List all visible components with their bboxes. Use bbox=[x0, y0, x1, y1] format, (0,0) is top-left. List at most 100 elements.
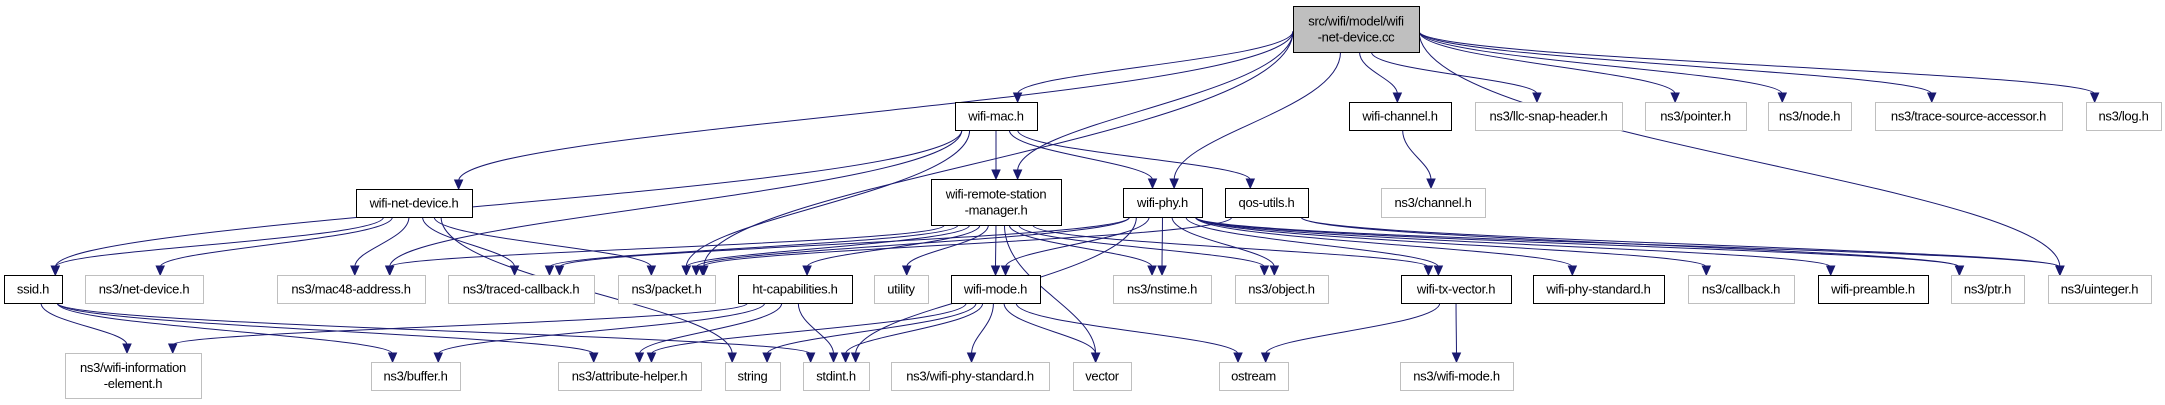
node-net-device[interactable]: ns3/net-device.h bbox=[85, 275, 204, 304]
node-wifi-preamble[interactable]: wifi-preamble.h bbox=[1818, 275, 1929, 304]
edge-root-to-uinteger bbox=[1418, 31, 2061, 268]
node-box-object bbox=[1235, 275, 1329, 304]
node-vector[interactable]: vector bbox=[1073, 362, 1132, 391]
node-channel[interactable]: ns3/channel.h bbox=[1381, 188, 1486, 218]
node-pointer[interactable]: ns3/pointer.h bbox=[1645, 102, 1747, 131]
edge-root-to-packet bbox=[703, 31, 1294, 268]
arrowhead-wifi-net-device-to-net-device bbox=[155, 265, 165, 277]
arrowhead-wifi-remote-station-manager-to-ht-capabilities bbox=[802, 265, 812, 277]
node-log[interactable]: ns3/log.h bbox=[2086, 102, 2162, 131]
edge-wifi-phy-to-wifi-tx-vector bbox=[1185, 216, 1439, 268]
node-label: ns3/attribute-helper.h bbox=[572, 369, 688, 384]
node-stdint[interactable]: stdint.h bbox=[803, 362, 870, 391]
arrowhead-wifi-mode-to-stdint bbox=[840, 352, 851, 364]
node-uinteger[interactable]: ns3/uinteger.h bbox=[2048, 275, 2152, 304]
node-wifi-phy-standard[interactable]: wifi-phy-standard.h bbox=[1533, 275, 1665, 304]
node-label: ns3/callback.h bbox=[1702, 282, 1780, 297]
arrowhead-wifi-phy-to-stdint bbox=[850, 352, 861, 364]
node-ostream[interactable]: ostream bbox=[1219, 362, 1289, 391]
node-ptr[interactable]: ns3/ptr.h bbox=[1951, 275, 2025, 304]
node-wifi-information-element[interactable]: ns3/wifi-information-element.h bbox=[65, 353, 202, 399]
node-wifi-channel[interactable]: wifi-channel.h bbox=[1349, 102, 1452, 131]
node-trace-source-accessor[interactable]: ns3/trace-source-accessor.h bbox=[1875, 102, 2063, 131]
edge-wifi-phy-to-traced-callback bbox=[558, 216, 1131, 268]
node-box-wifi-mode bbox=[951, 275, 1041, 304]
arrowhead-wifi-remote-station-manager-to-mac48-address bbox=[384, 265, 395, 277]
arrowhead-wifi-tx-vector-to-ns3-wifi-mode bbox=[1451, 352, 1462, 364]
node-box-node bbox=[1768, 102, 1852, 131]
arrowhead-wifi-remote-station-manager-to-traced-callback bbox=[544, 265, 555, 277]
node-label: -manager.h bbox=[965, 203, 1028, 218]
node-attribute-helper[interactable]: ns3/attribute-helper.h bbox=[558, 362, 702, 391]
node-label: ns3/packet.h bbox=[631, 282, 701, 297]
node-wifi-mac[interactable]: wifi-mac.h bbox=[955, 102, 1038, 131]
node-buffer[interactable]: ns3/buffer.h bbox=[371, 362, 461, 391]
node-label: ns3/wifi-information bbox=[80, 360, 186, 375]
node-mac48-address[interactable]: ns3/mac48-address.h bbox=[277, 275, 426, 304]
edge-ssid-to-wifi-information-element bbox=[40, 302, 128, 346]
node-box-wifi-mac bbox=[955, 102, 1038, 131]
edge-wifi-phy-to-callback bbox=[1194, 216, 1707, 268]
node-ns3-wifi-mode[interactable]: ns3/wifi-mode.h bbox=[1400, 362, 1514, 391]
node-llc-snap-header[interactable]: ns3/llc-snap-header.h bbox=[1475, 102, 1623, 131]
node-box-wifi-tx-vector bbox=[1401, 275, 1512, 304]
edge-ht-capabilities-to-attribute-helper bbox=[638, 302, 783, 355]
node-box-ostream bbox=[1219, 362, 1289, 391]
arrowhead-ht-capabilities-to-stdint bbox=[828, 352, 839, 364]
node-label: vector bbox=[1085, 369, 1120, 384]
node-label: ns3/trace-source-accessor.h bbox=[1891, 109, 2046, 124]
node-wifi-mode[interactable]: wifi-mode.h bbox=[951, 275, 1041, 304]
arrowhead-wifi-mac-to-qos-utils bbox=[1245, 178, 1256, 190]
node-string[interactable]: string bbox=[725, 362, 781, 391]
node-wifi-phy[interactable]: wifi-phy.h bbox=[1123, 188, 1203, 218]
node-packet[interactable]: ns3/packet.h bbox=[618, 275, 716, 304]
node-box-net-device bbox=[85, 275, 204, 304]
edges-layer bbox=[40, 30, 2100, 364]
node-label: wifi-remote-station bbox=[945, 187, 1047, 202]
node-box-callback bbox=[1688, 275, 1795, 304]
arrowhead-wifi-tx-vector-to-ostream bbox=[1260, 352, 1271, 364]
edge-root-to-wifi-phy bbox=[1173, 51, 1342, 181]
node-object[interactable]: ns3/object.h bbox=[1235, 275, 1329, 304]
arrowhead-root-to-llc-snap-header bbox=[1532, 92, 1542, 104]
node-utility[interactable]: utility bbox=[874, 275, 929, 304]
node-label: -net-device.cc bbox=[1318, 30, 1396, 45]
node-qos-utils[interactable]: qos-utils.h bbox=[1225, 188, 1309, 218]
arrowhead-wifi-net-device-to-string bbox=[727, 352, 737, 364]
node-box-ns3-wifi-phy-standard bbox=[891, 362, 1050, 391]
arrowhead-qos-utils-to-uinteger bbox=[2055, 265, 2065, 277]
edge-wifi-phy-to-wifi-phy-standard bbox=[1194, 216, 1573, 268]
node-callback[interactable]: ns3/callback.h bbox=[1688, 275, 1795, 304]
arrowhead-ssid-to-stdint bbox=[805, 352, 816, 364]
node-wifi-remote-station-manager[interactable]: wifi-remote-station-manager.h bbox=[931, 179, 1062, 226]
edge-wifi-remote-station-manager-to-wifi-tx-vector bbox=[1032, 224, 1429, 268]
node-ns3-wifi-phy-standard[interactable]: ns3/wifi-phy-standard.h bbox=[891, 362, 1050, 391]
node-root[interactable]: src/wifi/model/wifi-net-device.cc bbox=[1293, 6, 1420, 53]
edge-wifi-mode-to-attribute-helper bbox=[650, 302, 967, 355]
node-box-uinteger bbox=[2048, 275, 2152, 304]
edge-wifi-phy-to-wifi-mode bbox=[1005, 216, 1150, 268]
node-label: stdint.h bbox=[816, 369, 856, 384]
node-label: ostream bbox=[1231, 369, 1276, 384]
node-ht-capabilities[interactable]: ht-capabilities.h bbox=[738, 275, 853, 304]
node-label: ns3/llc-snap-header.h bbox=[1489, 109, 1607, 124]
node-wifi-net-device[interactable]: wifi-net-device.h bbox=[356, 189, 473, 218]
arrowhead-root-to-wifi-mac bbox=[1012, 92, 1023, 104]
node-node[interactable]: ns3/node.h bbox=[1768, 102, 1852, 131]
edge-wifi-net-device-to-ssid bbox=[54, 216, 385, 268]
arrowhead-wifi-mode-to-ostream bbox=[1233, 352, 1243, 364]
arrowhead-wifi-mac-to-wifi-remote-station-manager bbox=[991, 169, 1001, 181]
node-wifi-tx-vector[interactable]: wifi-tx-vector.h bbox=[1401, 275, 1512, 304]
node-ssid[interactable]: ssid.h bbox=[4, 275, 63, 304]
arrowhead-qos-utils-to-ptr bbox=[1954, 265, 1965, 277]
node-label: wifi-phy-standard.h bbox=[1545, 282, 1650, 297]
node-label: ns3/log.h bbox=[2098, 109, 2148, 124]
edge-root-to-wifi-channel bbox=[1359, 51, 1398, 95]
edge-wifi-net-device-to-net-device bbox=[159, 216, 393, 268]
node-nstime[interactable]: ns3/nstime.h bbox=[1113, 275, 1212, 304]
node-traced-callback[interactable]: ns3/traced-callback.h bbox=[448, 275, 595, 304]
edge-root-to-trace-source-accessor bbox=[1418, 31, 1933, 95]
edge-wifi-mode-to-ostream bbox=[1015, 302, 1239, 355]
node-label: ns3/object.h bbox=[1248, 282, 1315, 297]
